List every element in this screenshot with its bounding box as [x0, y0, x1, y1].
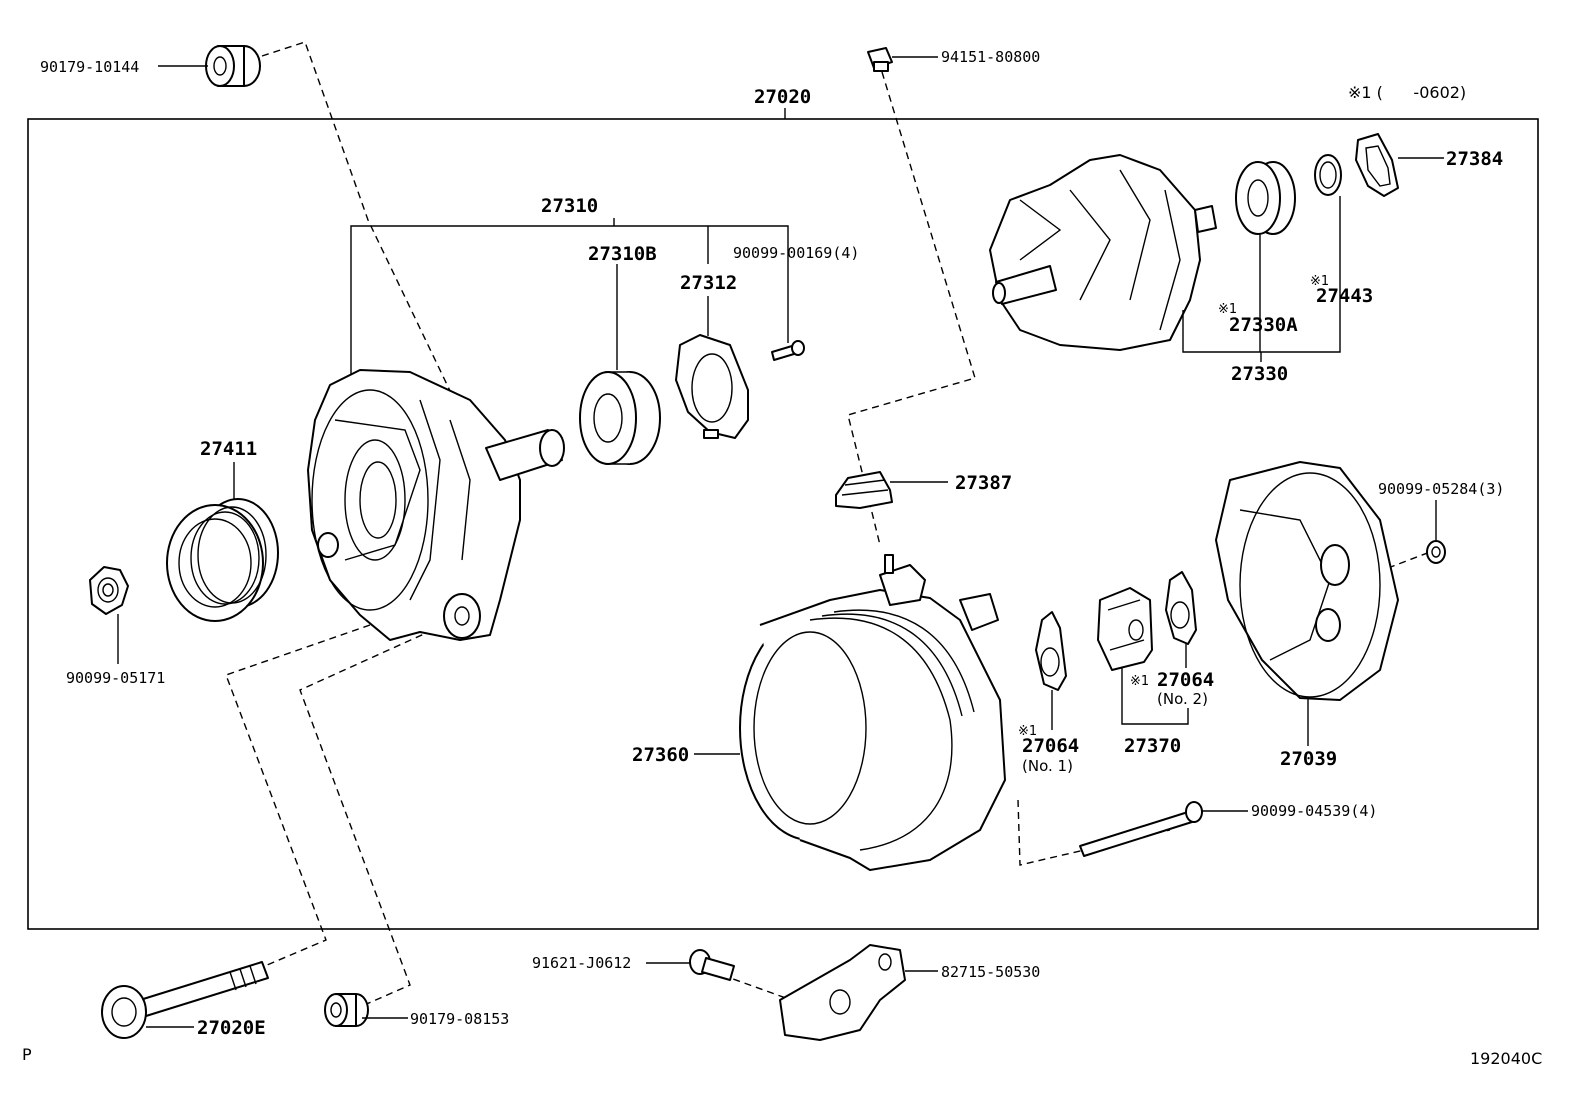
rear-cover-icon	[1215, 461, 1399, 701]
assembly-frame	[27, 118, 1539, 930]
ring-icon	[1314, 154, 1342, 196]
part-label-27064-no1: 27064	[1022, 735, 1079, 757]
part-label-27411: 27411	[200, 438, 257, 460]
insulator-icon	[835, 471, 893, 509]
part-label-27312: 27312	[680, 272, 737, 294]
leader-lines	[117, 56, 1444, 1028]
bearing-cover-icon	[1355, 133, 1399, 197]
screw-icon	[771, 340, 805, 361]
legend-note: ※1 ( -0602)	[1348, 83, 1466, 102]
part-label-82715-50530: 82715-50530	[941, 963, 1040, 981]
gasket-no1-icon	[1035, 611, 1067, 691]
part-label-27384: 27384	[1446, 148, 1503, 170]
part-label-27020e: 27020E	[197, 1017, 266, 1039]
part-label-27443: 27443	[1316, 285, 1373, 307]
nut-cap-icon	[205, 45, 261, 87]
part-label-27064-no2: 27064	[1157, 669, 1214, 691]
part-label-27387: 27387	[955, 472, 1012, 494]
rotor-icon	[989, 154, 1217, 351]
bearing-icon	[579, 371, 661, 465]
assembly-number: 27020	[754, 86, 811, 108]
part-label-27310b: 27310B	[588, 243, 657, 265]
part-label-27360: 27360	[632, 744, 689, 766]
note-27064-no1: ※1	[1018, 724, 1037, 739]
long-bolt-icon	[1079, 801, 1203, 857]
part-label-94151-80800: 94151-80800	[941, 48, 1040, 66]
rotor-bearing-icon	[1235, 161, 1296, 235]
part-label-90099-05284: 90099-05284(3)	[1378, 480, 1504, 498]
part-label-91621-j0612: 91621-J0612	[532, 954, 631, 972]
retainer-plate-icon	[675, 334, 749, 439]
part-label-90179-10144: 90179-10144	[40, 58, 139, 76]
mounting-bolt-icon	[101, 961, 269, 1039]
note-27330a: ※1	[1218, 302, 1237, 317]
brush-holder-icon	[1097, 587, 1153, 671]
gasket-no2-icon	[1165, 571, 1197, 645]
small-bolt-icon	[867, 47, 893, 72]
pulley-icon	[166, 498, 279, 622]
drive-end-frame-icon	[307, 369, 565, 641]
figure-code: 192040C	[1470, 1049, 1542, 1068]
sub-label-27064-no2: (No. 2)	[1157, 690, 1208, 708]
part-label-27330a: 27330A	[1229, 314, 1298, 336]
part-label-90099-05171: 90099-05171	[66, 669, 165, 687]
nut-icon	[324, 993, 369, 1027]
small-nut-icon	[1426, 540, 1446, 564]
part-label-27370: 27370	[1124, 735, 1181, 757]
part-label-90099-04539: 90099-04539(4)	[1251, 802, 1377, 820]
part-label-27310: 27310	[541, 195, 598, 217]
part-label-90099-00169: 90099-00169(4)	[733, 244, 859, 262]
flange-bolt-icon	[689, 949, 735, 981]
stator-icon	[739, 554, 1006, 871]
sub-label-27064-no1: (No. 1)	[1022, 757, 1073, 775]
hex-nut-icon	[89, 566, 129, 615]
note-27443: ※1	[1310, 274, 1329, 289]
part-label-90179-08153: 90179-08153	[410, 1010, 509, 1028]
page-marker: P	[22, 1045, 32, 1064]
bracket-icon	[779, 944, 906, 1041]
part-label-27039: 27039	[1280, 748, 1337, 770]
note-27064-no2: ※1	[1130, 674, 1149, 689]
part-label-27330: 27330	[1231, 363, 1288, 385]
